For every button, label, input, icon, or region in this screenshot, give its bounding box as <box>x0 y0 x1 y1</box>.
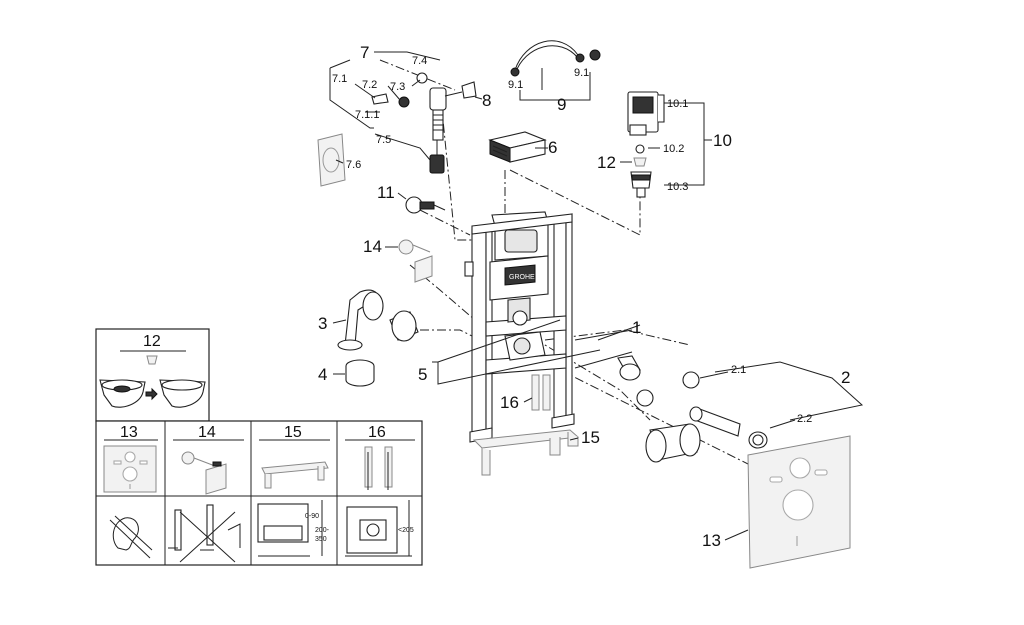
legend-16-dimensions: <205 <box>345 500 414 557</box>
callout-12: 12 <box>597 153 616 172</box>
part-11-fitting <box>405 196 446 214</box>
legend-12-toilet-before <box>99 379 146 408</box>
legend-table: 12 13 14 15 16 <box>95 328 423 566</box>
callout-10-2: 10.2 <box>663 143 684 155</box>
callout-4: 4 <box>318 365 327 384</box>
legend-14-header: 14 <box>198 424 216 441</box>
legend-arrow-icon <box>145 387 158 401</box>
callout-3: 3 <box>318 314 327 333</box>
legend-15-dimensions: 0-90 200- 350 <box>257 500 330 557</box>
legend-16-brackets <box>364 446 393 490</box>
legend-13-header: 13 <box>120 424 138 441</box>
callout-2: 2 <box>841 368 850 387</box>
legend-12-grommet <box>146 355 158 365</box>
part-1-rods <box>574 329 641 381</box>
legend-16-header: 16 <box>368 424 386 441</box>
callout-6: 6 <box>548 138 557 157</box>
brand-logo: GROHE <box>509 274 535 281</box>
part-7-6-parts-bag <box>317 133 346 187</box>
callout-7: 7 <box>360 43 369 62</box>
part-10-flush-mechanism <box>627 91 665 198</box>
callout-15: 15 <box>581 428 600 447</box>
callout-10-3: 10.3 <box>667 181 688 193</box>
legend-15-base <box>261 461 329 489</box>
callout-9-1-left: 9.1 <box>508 79 523 91</box>
part-3-connector <box>389 310 419 342</box>
legend-12-toilet-after <box>159 379 206 408</box>
legend-14-bracket <box>181 451 227 495</box>
callout-7-4: 7.4 <box>412 55 427 67</box>
part-13-insulation-panel <box>747 435 851 569</box>
callout-7-1-1: 7.1.1 <box>355 109 379 121</box>
part-14-bracket <box>398 239 433 283</box>
dim-0-90: 0-90 <box>305 513 319 520</box>
part-12-grommet <box>633 157 647 167</box>
legend-12-header: 12 <box>143 333 161 350</box>
part-7-fill-valve <box>371 72 477 174</box>
part-15-base <box>472 429 580 476</box>
callout-7-6: 7.6 <box>346 159 361 171</box>
callout-9-1-right: 9.1 <box>574 67 589 79</box>
callout-14: 14 <box>363 237 382 256</box>
callout-7-2: 7.2 <box>362 79 377 91</box>
mounting-frame: GROHE <box>464 211 575 443</box>
callout-11: 11 <box>377 183 395 202</box>
callout-9: 9 <box>557 95 566 114</box>
callout-10: 10 <box>713 131 732 150</box>
callout-2-2: 2.2 <box>797 413 812 425</box>
callout-8: 8 <box>482 91 491 110</box>
dim-200-350-b: 350 <box>315 536 327 543</box>
part-9-hose <box>510 40 601 77</box>
callout-7-3: 7.3 <box>390 81 405 93</box>
callout-labels: 7 7.4 7.1 7.2 7.3 7.1.1 7.5 7.6 8 9.1 9.… <box>318 43 850 550</box>
legend-14-not-allowed-icon <box>168 504 241 563</box>
callout-1: 1 <box>632 318 641 337</box>
part-3-bend <box>337 289 384 351</box>
callout-16: 16 <box>500 393 519 412</box>
part-4-sleeve <box>345 359 375 387</box>
callout-7-1: 7.1 <box>332 73 347 85</box>
dim-205: <205 <box>398 527 414 534</box>
callout-7-5: 7.5 <box>376 134 391 146</box>
part-6-protective-cover <box>488 131 547 163</box>
legend-13-ear-crossed-icon <box>109 515 153 559</box>
callout-2-1: 2.1 <box>731 364 746 376</box>
callout-10-1: 10.1 <box>667 98 688 110</box>
legend-15-header: 15 <box>284 424 302 441</box>
part-2-connection-set <box>636 371 768 463</box>
legend-13-panel <box>103 445 157 493</box>
dim-200-350-a: 200- <box>315 527 330 534</box>
callout-13: 13 <box>702 531 721 550</box>
leader-lines <box>329 51 864 541</box>
part-16-fixing-set <box>531 374 551 411</box>
callout-5: 5 <box>418 365 427 384</box>
